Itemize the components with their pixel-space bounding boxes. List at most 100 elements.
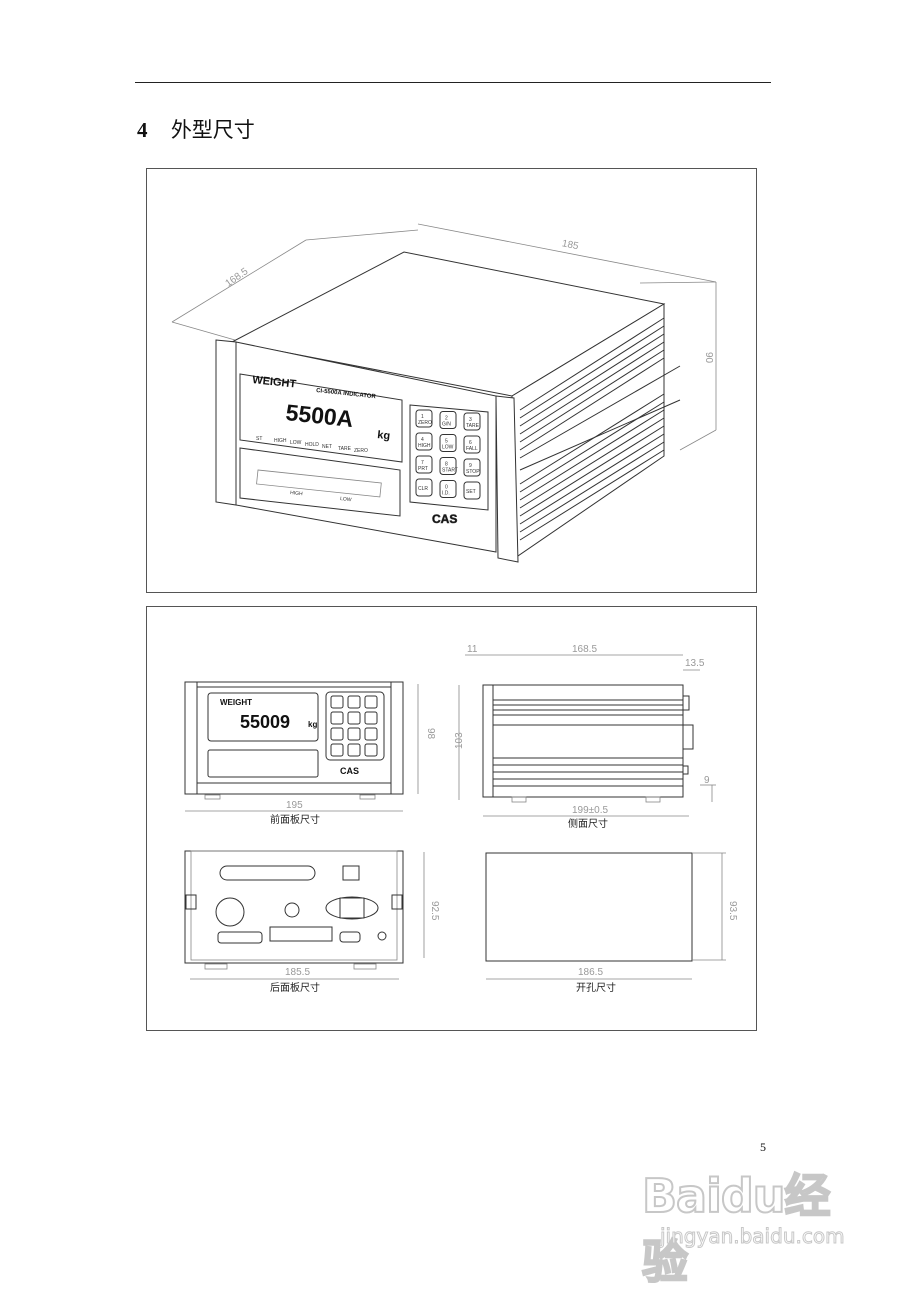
indicator-label: TARE [338,446,352,452]
key-number: 1 [421,414,424,420]
key-label: PRT [418,466,428,472]
indicator-label: ZERO [354,448,368,454]
key-label: START [442,468,458,474]
key-label: ZERO [418,420,432,426]
key-number: 9 [469,463,472,469]
bar-label-high: HIGH [290,490,303,497]
side-dim-depth: 168.5 [572,644,597,655]
bar-label-low: LOW [340,496,352,503]
cutout-view-caption: 开孔尺寸 [576,981,616,994]
key-label: FALL [466,446,478,452]
dim-depth: 168.5 [224,266,251,290]
front-keypad [325,691,385,761]
indicator-label: HIGH [274,438,287,444]
front-display-value: 55009 [240,712,290,732]
front-dim-width: 195 [286,800,303,811]
front-keypad-key[interactable] [364,695,378,709]
side-dim-total: 199±0.5 [572,805,609,816]
keypad-key[interactable] [415,455,433,474]
load-cell-connector [215,897,245,927]
watermark-url: jingyan.baidu.com [660,1224,846,1249]
front-view-caption: 前面板尺寸 [270,813,320,826]
power-switch [342,865,360,881]
keypad-key[interactable] [463,458,481,477]
key-number: 8 [445,462,448,468]
cutout-view-drawing: 186.5 93.5 开孔尺寸 [485,852,738,994]
keypad-key[interactable] [415,478,433,497]
front-keypad-key[interactable] [364,743,378,757]
keypad-key[interactable] [415,409,433,428]
front-keypad-key[interactable] [364,727,378,741]
front-keypad-key[interactable] [364,711,378,725]
front-keypad-key[interactable] [330,711,344,725]
front-keypad-key[interactable] [330,695,344,709]
key-number: SET [466,489,476,495]
front-keypad-key[interactable] [347,743,361,757]
side-view-drawing: 11 168.5 13.5 103 9 199±0.5 侧面尺寸 [454,644,716,830]
rear-view-drawing: 185.5 92.5 后面板尺寸 [184,850,440,994]
front-keypad-key[interactable] [347,727,361,741]
side-dim-front: 11 [467,644,478,655]
side-fins [519,317,681,541]
key-number: 5 [445,439,448,445]
key-number: 0 [445,485,448,491]
indicator-label: LOW [290,440,302,446]
rear-dim-width: 185.5 [285,967,310,978]
side-dim-rear: 13.5 [685,658,705,669]
rear-dim-height: 92.5 [429,901,440,921]
front-keypad-key[interactable] [330,727,344,741]
dim-width: 185 [561,238,580,252]
front-keypad-key[interactable] [347,695,361,709]
key-number: 4 [421,437,424,443]
key-label: I.D. [442,491,450,497]
front-brand-label: WEIGHT [220,698,252,707]
key-label: G/N [442,422,451,428]
keypad-key[interactable] [439,411,457,429]
keypad-key[interactable] [439,480,457,498]
key-number: 7 [421,460,424,466]
section-heading: 4 外型尺寸 [137,114,255,144]
front-logo: CAS [340,766,359,776]
keypad-key[interactable] [463,481,481,500]
header-rule [135,82,771,83]
isometric-drawing: 168.5 185 90 WEIGHT CI-5500A INDICATOR 5… [171,223,717,563]
dim-height: 90 [703,352,714,364]
keypad-key[interactable] [439,434,457,452]
power-socket [339,897,365,919]
indicator-label: NET [322,444,332,450]
keypad-key[interactable] [463,435,481,454]
section-number: 4 [137,118,148,142]
cutout-dim-height: 93.5 [727,901,738,921]
key-label: STOP [466,469,480,475]
indicator-label: HOLD [305,442,319,448]
iso-brand-label: WEIGHT [252,374,297,391]
key-number: 6 [469,440,472,446]
section-title: 外型尺寸 [170,118,255,142]
side-view-caption: 侧面尺寸 [568,817,608,830]
rear-view-caption: 后面板尺寸 [270,981,320,994]
baidu-watermark: Baidu经验 jingyan.baidu.com [640,1140,870,1290]
keypad-key[interactable] [415,432,433,451]
page-number: 5 [760,1140,766,1154]
indicator-label: ST [256,436,262,442]
key-number: 2 [445,416,448,422]
front-dim-height: 98 [425,728,436,740]
side-dim-foot: 9 [704,775,710,786]
front-keypad-key[interactable] [330,743,344,757]
keypad-key[interactable] [463,412,481,431]
iso-logo: CAS [432,512,457,526]
key-label: HIGH [418,443,431,449]
isometric-figure-frame [146,168,757,593]
iso-unit: kg [377,429,391,442]
iso-keypad [409,404,489,511]
key-number: 3 [469,417,472,423]
key-label: TARE [466,423,480,429]
key-number: CLR [418,486,428,492]
front-view-drawing: WEIGHT 55009 kg CAS 195 98 前面板尺寸 [184,681,436,826]
key-label: LOW [442,445,454,451]
front-keypad-key[interactable] [347,711,361,725]
orthographic-figure-frame [146,606,757,1031]
keypad-key[interactable] [439,457,457,475]
front-unit: kg [308,720,317,729]
